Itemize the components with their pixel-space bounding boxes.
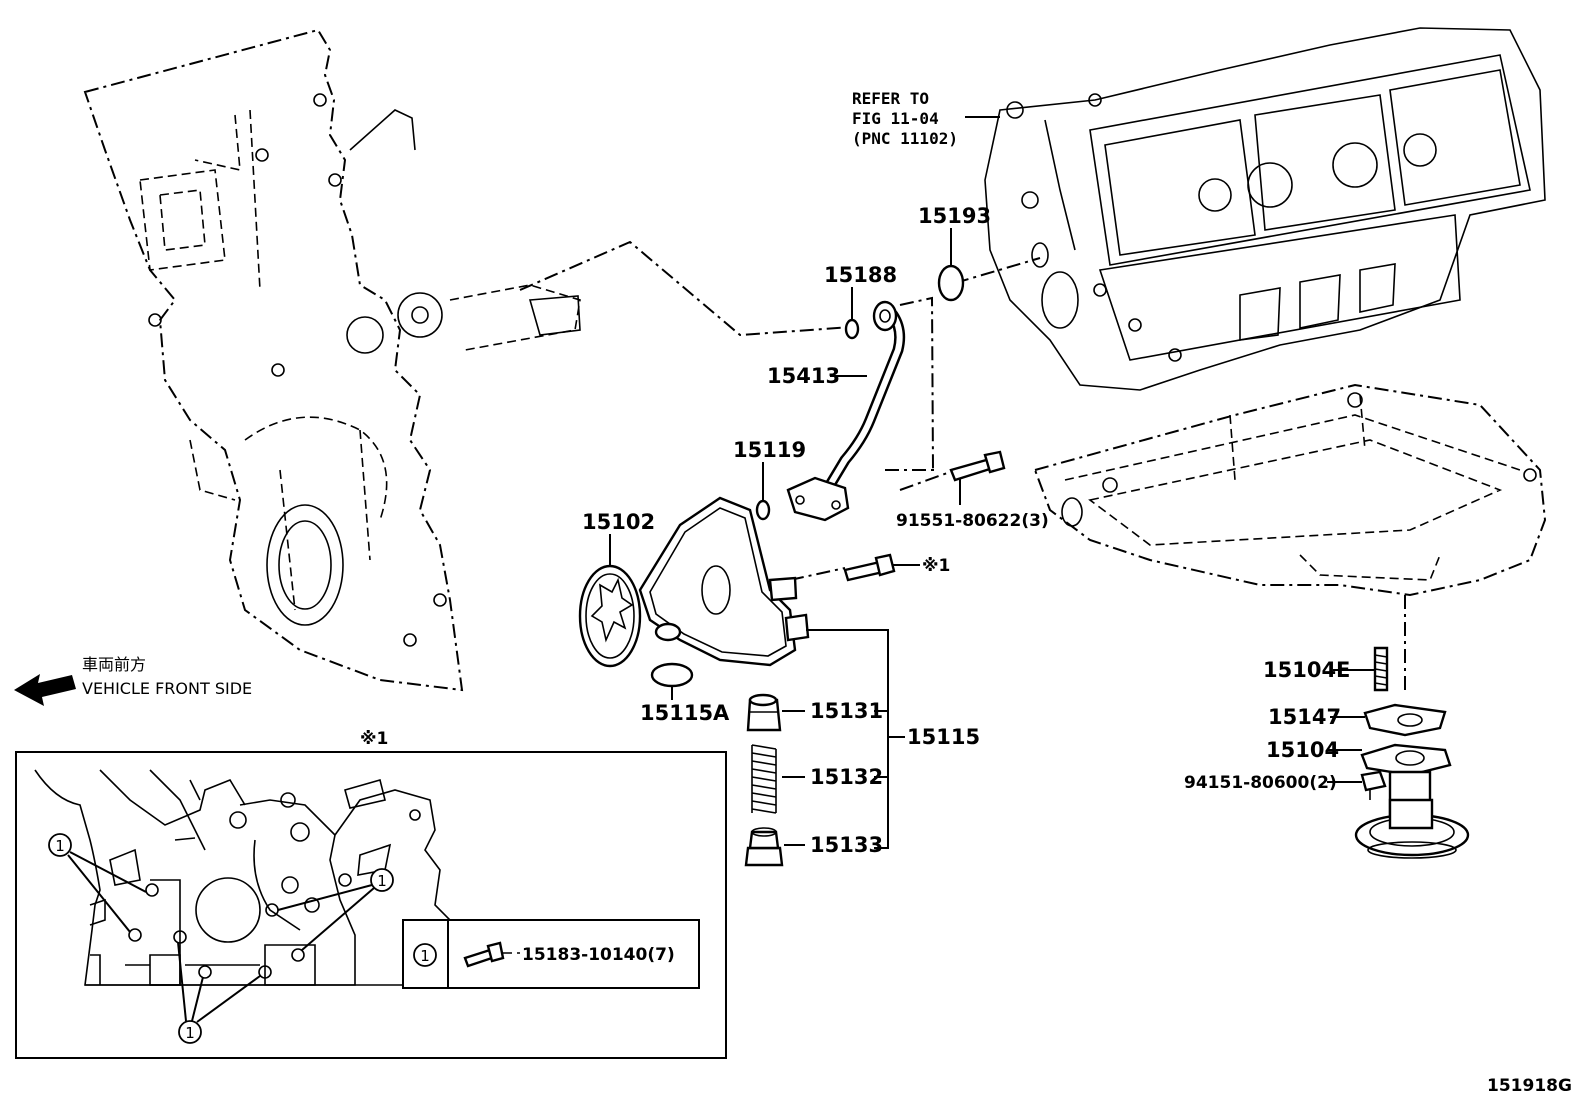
refer-line-3: (PNC 11102) xyxy=(852,129,958,148)
part-label-15102[interactable]: 15102 xyxy=(582,510,655,534)
oil-pump-rotor-15102[interactable] xyxy=(578,564,642,668)
vehicle-front-jp: 車両前方 xyxy=(82,655,146,674)
cylinder-block-illustration xyxy=(984,27,1546,391)
part-label-15119[interactable]: 15119 xyxy=(733,438,806,462)
gasket-15147[interactable] xyxy=(1363,703,1447,737)
part-label-15115[interactable]: 15115 xyxy=(907,725,980,749)
arrow-left-icon xyxy=(14,674,76,706)
part-label-91551-80622[interactable]: 91551-80622(3) xyxy=(896,511,1049,531)
refer-line-1: REFER TO xyxy=(852,89,929,108)
oil-pipe-15413[interactable] xyxy=(786,300,906,522)
plug-15133[interactable] xyxy=(744,827,784,867)
part-label-15133[interactable]: 15133 xyxy=(810,833,883,857)
callout-1-right[interactable]: 1 xyxy=(277,868,394,951)
refer-note: REFER TO FIG 11-04 (PNC 11102) xyxy=(852,89,958,148)
legend-callout-circle xyxy=(413,943,437,967)
refer-line-2: FIG 11-04 xyxy=(852,109,939,128)
relief-valve-15131[interactable] xyxy=(746,693,782,732)
part-label-15131[interactable]: 15131 xyxy=(810,699,883,723)
bolt-94151-80600[interactable] xyxy=(1360,770,1387,800)
part-label-15188[interactable]: 15188 xyxy=(824,263,897,287)
timing-chain-cover-illustration xyxy=(83,28,581,692)
bolt-91551-80622[interactable] xyxy=(949,450,1006,482)
o-ring-15115a[interactable] xyxy=(650,662,694,688)
assembly-reference-lines xyxy=(519,240,1406,692)
svg-text:1: 1 xyxy=(185,1024,195,1042)
oil-pump-body-15115[interactable] xyxy=(638,496,810,667)
inset-title: ※1 xyxy=(360,729,388,749)
oil-strainer-15104[interactable] xyxy=(1354,743,1470,859)
callout-1-upper-left[interactable]: 1 xyxy=(48,833,147,933)
callout-1-bottom[interactable]: 1 xyxy=(177,941,261,1044)
part-label-94151-80600[interactable]: 94151-80600(2) xyxy=(1184,773,1337,793)
oil-pan-illustration xyxy=(1033,383,1547,597)
bolt-note-1[interactable] xyxy=(843,553,896,582)
bolt-icon xyxy=(463,941,505,968)
svg-text:1: 1 xyxy=(377,872,387,890)
o-ring-15119[interactable] xyxy=(755,499,771,521)
note-1-marker: ※1 xyxy=(922,556,950,576)
bolt-legend-table: 1 15183-10140(7) xyxy=(402,919,700,989)
o-ring-15188[interactable] xyxy=(844,318,860,340)
vehicle-front-en: VEHICLE FRONT SIDE xyxy=(82,679,252,698)
inset-frame xyxy=(15,751,727,1059)
diagram-code: 151918G xyxy=(1487,1076,1572,1096)
stud-15104e[interactable] xyxy=(1373,646,1389,692)
vehicle-front-indicator: 車両前方 VEHICLE FRONT SIDE xyxy=(14,655,252,706)
leader-lines xyxy=(609,116,1375,849)
part-label-15413[interactable]: 15413 xyxy=(767,364,840,388)
part-label-15104[interactable]: 15104 xyxy=(1266,738,1339,762)
o-ring-15193[interactable] xyxy=(937,264,965,302)
spring-15132[interactable] xyxy=(751,744,777,814)
part-label-15115a[interactable]: 15115A xyxy=(640,701,730,725)
svg-text:1: 1 xyxy=(55,837,65,855)
legend-part-number[interactable]: 15183-10140(7) xyxy=(522,945,675,965)
part-label-15147[interactable]: 15147 xyxy=(1268,705,1341,729)
part-label-15193[interactable]: 15193 xyxy=(918,204,991,228)
part-label-15132[interactable]: 15132 xyxy=(810,765,883,789)
legend-callout-number: 1 xyxy=(420,947,430,965)
inset-detail-note-1: ※1 1 xyxy=(15,729,727,1059)
part-label-15104e[interactable]: 15104E xyxy=(1263,658,1350,682)
